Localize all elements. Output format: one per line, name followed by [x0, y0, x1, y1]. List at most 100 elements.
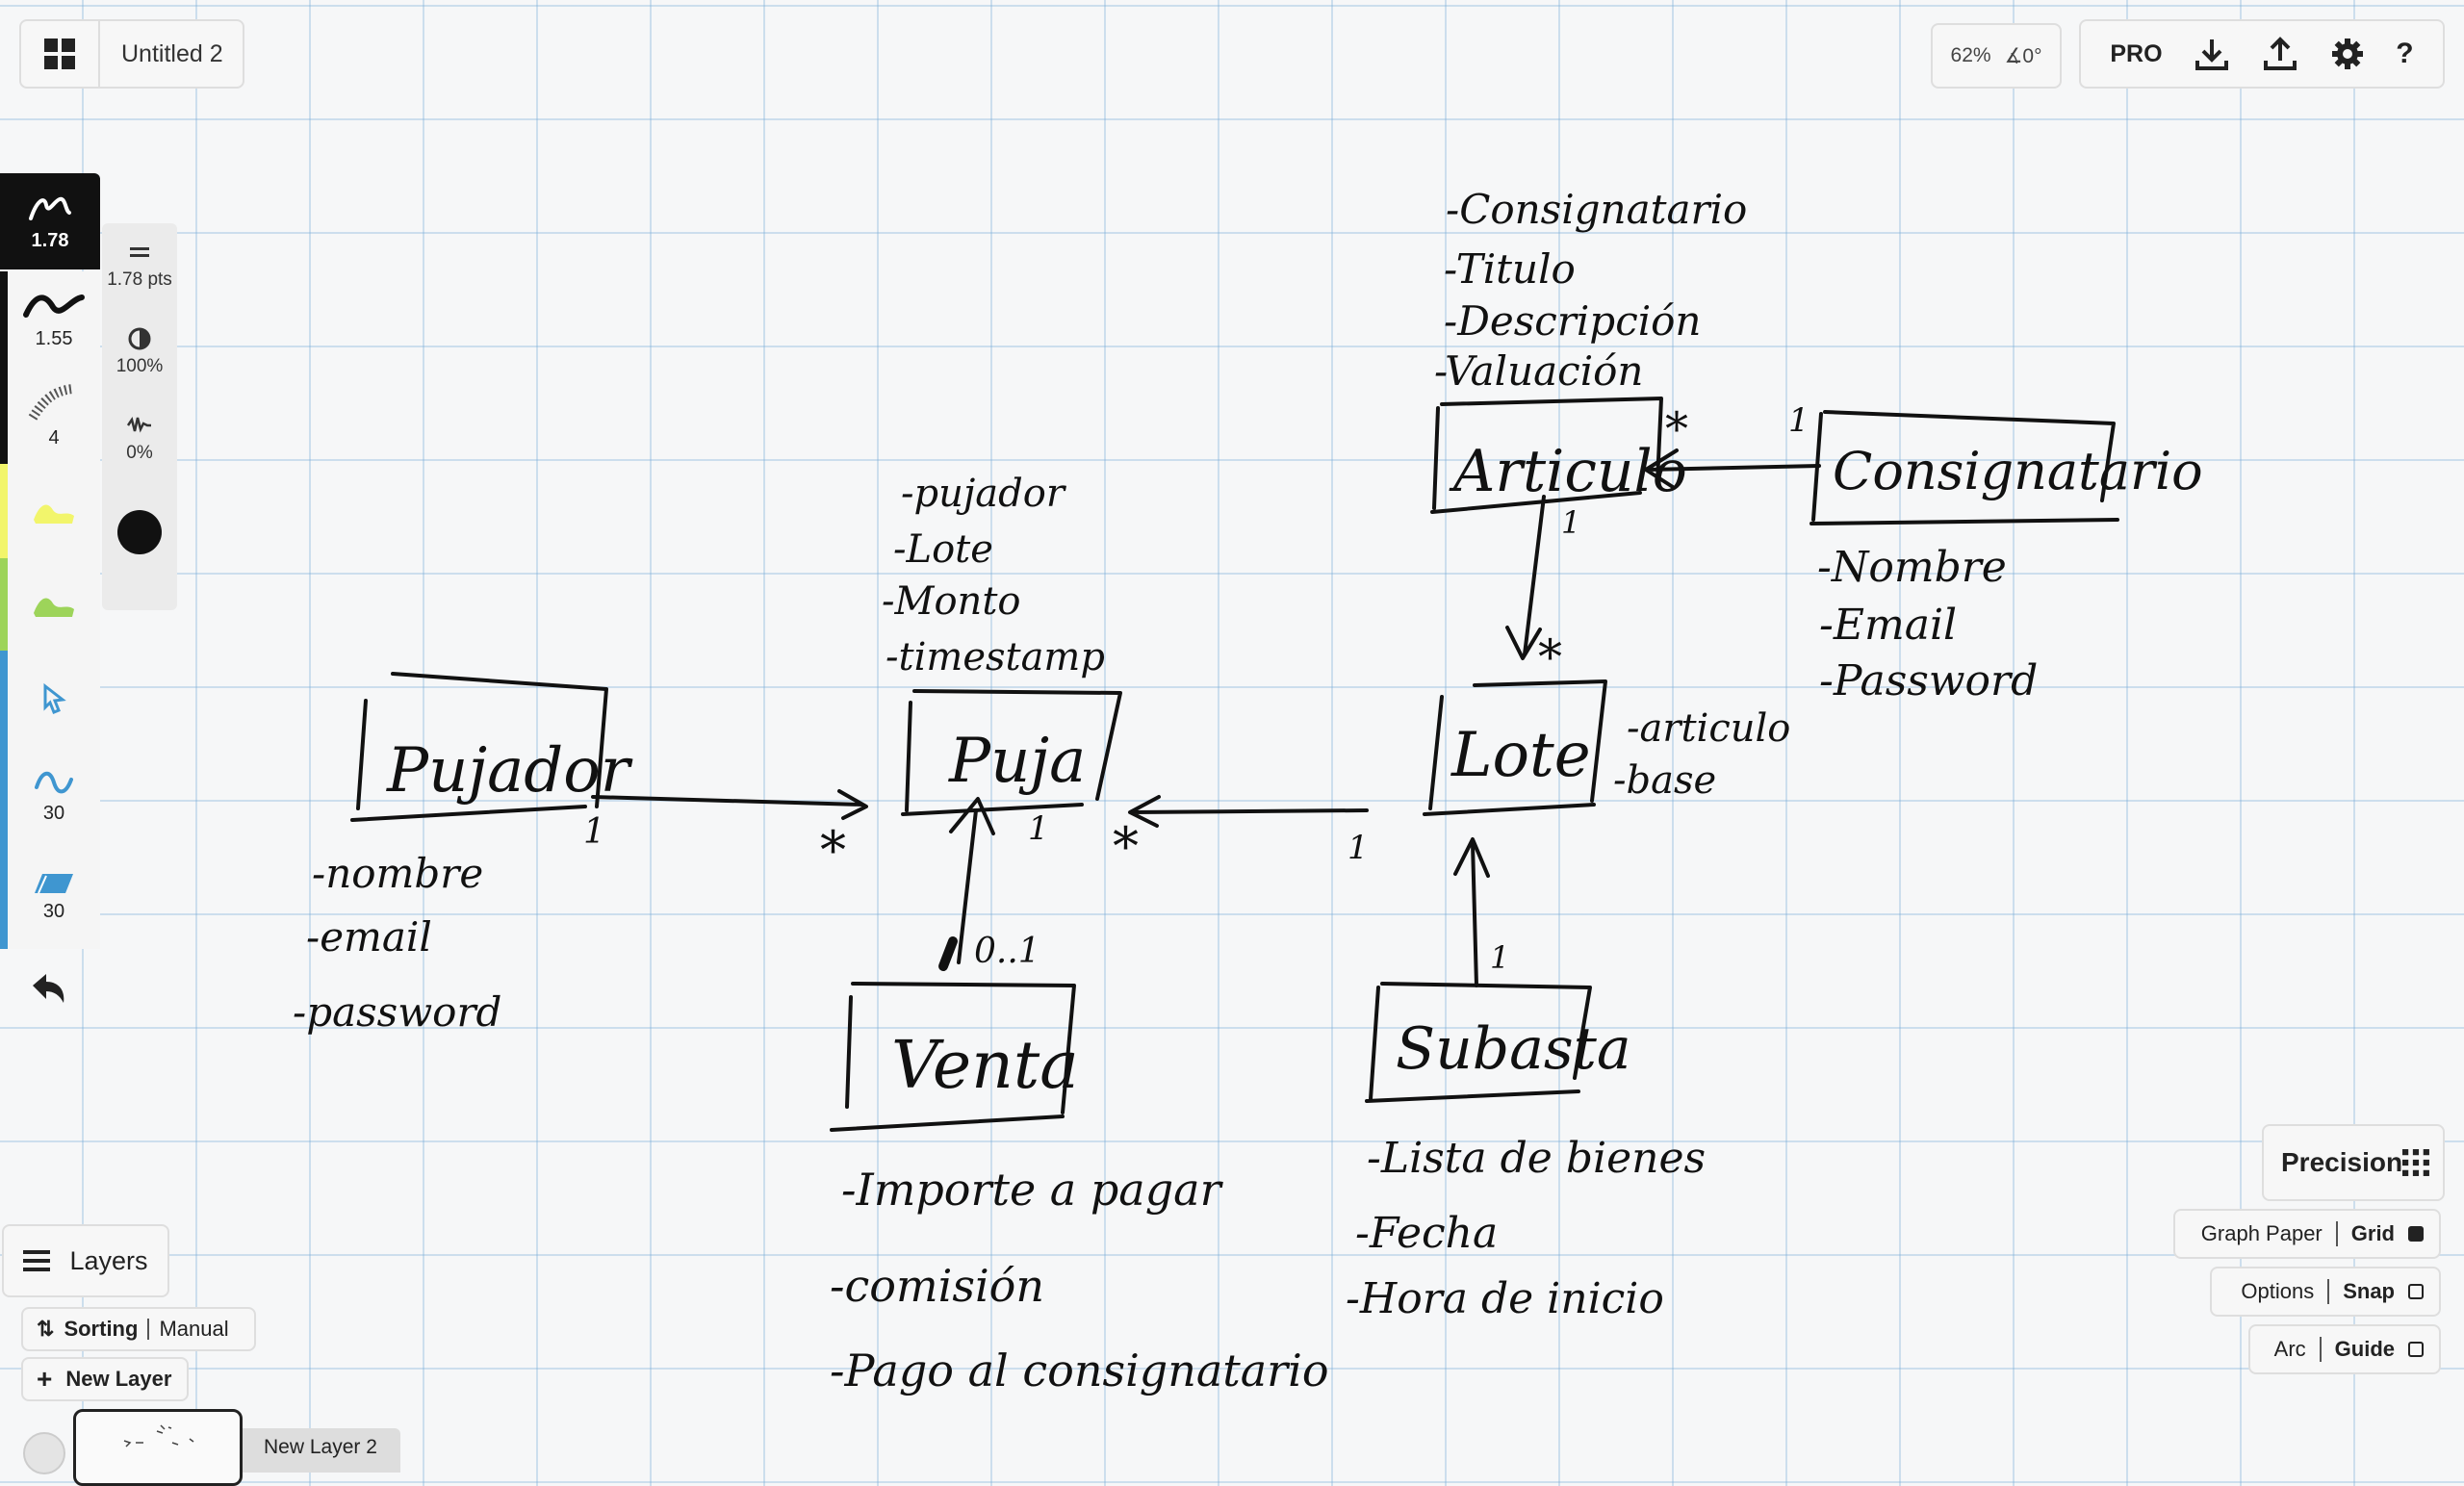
grid-icon — [44, 38, 75, 69]
snap-toggle-chip[interactable]: Options Snap — [2210, 1267, 2441, 1317]
box-consignatario — [1810, 410, 2119, 525]
sketch-label: Consignatario — [1833, 441, 2203, 501]
download-button[interactable] — [2194, 36, 2230, 72]
tool-pen-active[interactable]: 1.78 — [0, 173, 100, 269]
divider — [147, 1319, 150, 1340]
precision-button[interactable]: Precision — [2262, 1124, 2445, 1201]
sorting-value: Manual — [159, 1317, 229, 1341]
options-option[interactable]: Options — [2241, 1279, 2315, 1303]
sketch-label: 1 — [1028, 809, 1049, 848]
layer-sorting-chip[interactable]: ⇅ Sorting Manual — [21, 1307, 256, 1351]
sketch-label: -Hora de inicio — [1346, 1274, 1664, 1323]
upload-button[interactable] — [2262, 36, 2298, 72]
upload-icon — [2263, 37, 2297, 70]
undo-icon — [33, 974, 64, 1003]
new-layer-label: New Layer — [65, 1367, 172, 1391]
stroke-properties-panel: 1.78 pts 100% 0% — [102, 223, 177, 610]
arrow-subasta-lote — [1453, 837, 1490, 987]
sketch-label: -Titulo — [1444, 245, 1576, 293]
tool-curve[interactable]: 30 — [0, 747, 100, 845]
arc-option[interactable]: Arc — [2273, 1337, 2306, 1361]
divider — [2327, 1279, 2330, 1304]
rotation-angle: ∡0° — [2004, 44, 2042, 67]
color-swatch[interactable] — [117, 510, 162, 554]
curve-icon — [35, 771, 73, 793]
tool-size: 1.78 — [31, 229, 69, 251]
sketch-label: -timestamp — [886, 635, 1105, 679]
settings-button[interactable] — [2330, 37, 2365, 71]
sketch-label: -Email — [1819, 601, 1957, 650]
graph-paper-option[interactable]: Graph Paper — [2200, 1221, 2323, 1245]
undo-button[interactable] — [29, 972, 67, 1005]
snap-checkbox[interactable] — [2408, 1284, 2424, 1299]
opacity-icon[interactable] — [128, 327, 151, 350]
tool-lasso-select[interactable] — [0, 651, 100, 747]
tool-highlighter-green[interactable] — [0, 558, 100, 651]
sketch-label: * — [820, 820, 846, 881]
tool-size: 1.55 — [35, 327, 73, 349]
highlighter-icon — [34, 598, 74, 617]
box-pujador — [350, 672, 608, 822]
layer-visibility-icon[interactable] — [23, 1432, 65, 1474]
highlighter-icon — [34, 504, 74, 524]
sketch-label: Lote — [1450, 720, 1591, 791]
help-button[interactable]: ? — [2396, 38, 2414, 69]
plus-icon: + — [37, 1364, 53, 1394]
arrow-consignatario-articulo — [1644, 448, 1821, 489]
guide-label: Guide — [2334, 1337, 2395, 1361]
dot-grid-icon — [2402, 1149, 2429, 1176]
divider — [2319, 1337, 2322, 1362]
tool-ruler[interactable]: 30 — [0, 845, 100, 949]
grid-toggle-chip[interactable]: Graph Paper Grid — [2173, 1209, 2441, 1259]
sketch-label: -Descripción — [1444, 297, 1701, 345]
precision-label: Precision — [2281, 1147, 2403, 1177]
sorting-label: Sorting — [64, 1317, 139, 1341]
pointer-icon — [43, 682, 66, 714]
sketch-label: -Nombre — [1817, 543, 2007, 592]
new-layer-button[interactable]: + New Layer — [21, 1357, 189, 1401]
zoom-rotation-panel[interactable]: 62% ∡0° — [1931, 23, 2062, 89]
sketch-label: 0..1 — [974, 932, 1040, 971]
sketch-label: -base — [1613, 758, 1716, 803]
sketch-label: Puja — [948, 726, 1086, 797]
snap-label: Snap — [2343, 1279, 2395, 1303]
document-panel: Untitled 2 — [19, 19, 244, 89]
sort-arrows-icon: ⇅ — [37, 1317, 55, 1341]
sketch-label: -comisión — [830, 1260, 1044, 1312]
arrow-articulo-lote — [1505, 495, 1546, 660]
layers-button[interactable]: Layers — [2, 1224, 169, 1297]
layer-thumbnail[interactable] — [73, 1409, 243, 1486]
document-title[interactable]: Untitled 2 — [121, 39, 223, 67]
drawing-canvas[interactable]: Pujador 1 -nombre -email -password * Puj… — [0, 0, 2464, 1453]
tool-highlighter-yellow[interactable] — [0, 464, 100, 558]
gear-icon — [2331, 38, 2363, 69]
sketch-label: -Valuación — [1434, 347, 1643, 395]
pen-stroke-icon — [29, 196, 71, 220]
layers-icon — [23, 1250, 51, 1271]
grid-checkbox[interactable] — [2408, 1226, 2424, 1242]
tool-strip: 1.78 1.55 4 30 30 — [0, 173, 100, 949]
layers-label: Layers — [69, 1245, 148, 1275]
tool-size: 4 — [48, 426, 60, 448]
sketch-label: Subasta — [1396, 1015, 1631, 1083]
guide-toggle-chip[interactable]: Arc Guide — [2248, 1324, 2441, 1374]
tool-pencil[interactable]: 4 — [0, 368, 100, 464]
sketch-label: -Pago al consignatario — [830, 1345, 1329, 1396]
arrow-lote-puja — [1128, 795, 1369, 828]
layer-row[interactable]: New Layer 2 — [23, 1409, 400, 1486]
sketch-label: -Lista de bienes — [1367, 1134, 1706, 1183]
sketch-label: * — [1113, 816, 1139, 877]
opacity-value: 100% — [116, 356, 164, 376]
tool-pen[interactable]: 1.55 — [0, 271, 100, 368]
box-lote — [1423, 679, 1607, 816]
stroke-width-icon[interactable] — [128, 241, 151, 264]
guide-checkbox[interactable] — [2408, 1342, 2424, 1357]
arrow-venta-puja — [949, 797, 995, 964]
sketch-label: * — [1665, 402, 1688, 456]
download-icon — [2195, 39, 2229, 70]
smoothing-icon[interactable] — [126, 414, 153, 437]
pro-button[interactable]: PRO — [2110, 39, 2163, 67]
ruler-icon — [35, 873, 73, 893]
sketch-label: Venta — [891, 1028, 1079, 1104]
app-menu-button[interactable] — [21, 21, 100, 87]
